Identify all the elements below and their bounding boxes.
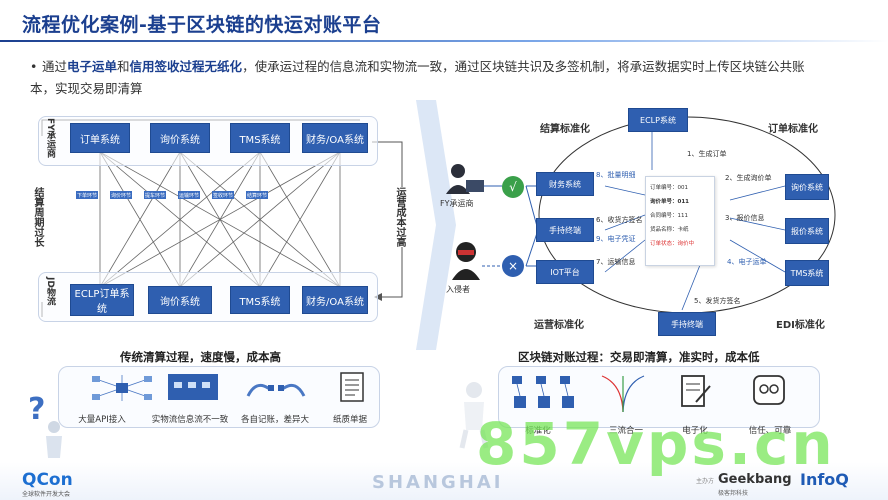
paper-document-icon — [340, 372, 364, 402]
label-settle-standard: 结算标准化 — [540, 124, 590, 135]
bullet-dot: • — [30, 59, 38, 74]
left-diagram-lines — [41, 119, 403, 317]
presenter-figure-icon — [459, 382, 489, 449]
right-item-standard: 标准化 — [525, 426, 551, 436]
bottom-tms-system: TMS系统 — [230, 286, 290, 314]
bullet-part3: ，使承运过程的信息流和实物流一致，通过区块链共识及多签机制，将承运数据实时上传区… — [30, 59, 805, 96]
mini-transport: 运输环节 — [178, 191, 200, 199]
ledger-contract-no: 合同编号：111 — [650, 213, 688, 219]
step-8: 8、批量明细 — [596, 171, 636, 179]
left-item-paper: 纸质单据 — [332, 415, 367, 425]
fy-carrier-label: FY承运商 — [440, 199, 474, 208]
intruder-person-icon — [452, 242, 480, 280]
city-label: SHANGHAI — [372, 472, 504, 493]
step-1: 1、生成订单 — [687, 150, 727, 158]
inconsistent-flow-icon — [168, 374, 218, 400]
thinking-person-icon — [46, 421, 62, 458]
iot-platform: IOT平台 — [536, 260, 594, 284]
step-5: 5、发货方签名 — [694, 297, 741, 305]
step-6: 6、收货方签名 — [596, 216, 643, 224]
mini-inquiry: 询价环节 — [110, 191, 132, 199]
standardization-icon — [512, 376, 574, 408]
handheld-terminal-bottom: 手持终端 — [658, 312, 716, 336]
right-item-digital: 电子化 — [682, 426, 708, 436]
intruder-label: 入侵者 — [446, 285, 470, 294]
api-network-icon — [92, 375, 152, 401]
left-bottom-strip — [58, 366, 380, 428]
infoq-logo: InfoQ — [800, 470, 849, 489]
inquiry-system: 询价系统 — [785, 174, 829, 200]
side-right-label: 运营成本过高 — [392, 187, 407, 247]
step-9: 9、电子凭证 — [596, 235, 636, 243]
footer-bar — [0, 462, 888, 500]
step-3: 3、报价信息 — [725, 214, 765, 222]
question-mark-icon: ? — [28, 392, 46, 427]
trust-reliable-icon — [753, 375, 785, 405]
step-2: 2、生成询价单 — [725, 174, 772, 182]
bullet-bold2: 信用签收过程无纸化 — [129, 59, 243, 74]
bottom-finance-system: 财务/OA系统 — [302, 286, 368, 314]
bullet-part2: 和 — [117, 59, 130, 74]
ledger-card: 订单编号：001 询价单号：011 合同编号：111 货品名称：卡纸 订单状态：… — [645, 176, 715, 266]
side-left-label: 结算周期过长 — [30, 187, 45, 247]
cross-circle-icon: × — [502, 255, 524, 277]
right-item-trust: 信任、可靠 — [748, 426, 792, 436]
bullet-text: • 通过电子运单和信用签收过程无纸化，使承运过程的信息流和实物流一致，通过区块链共… — [30, 56, 810, 100]
ledger-order-no: 订单编号：001 — [650, 185, 688, 191]
right-caption: 区块链对账过程：交易即清算，准实时，成本低 — [518, 350, 760, 364]
mini-settle: 结算环节 — [246, 191, 268, 199]
left-item-ledger: 各自记账，差异大 — [240, 415, 309, 425]
separate-ledger-icon — [246, 383, 306, 397]
tms-system: TMS系统 — [785, 260, 829, 286]
top-order-system: 订单系统 — [70, 123, 130, 153]
digital-document-icon — [681, 375, 711, 407]
label-ops-standard: 运营标准化 — [534, 320, 584, 331]
bottom-eclp-order-system: ECLP订单系统 — [70, 284, 134, 316]
three-flow-merge-icon — [601, 375, 645, 413]
geekbang-subtitle: 极客邦科技 — [718, 490, 749, 497]
geekbang-logo: Geekbang — [718, 472, 792, 487]
ledger-order-status: 订单状态：询价中 — [650, 241, 695, 247]
mini-pickup: 提车环节 — [144, 191, 166, 199]
host-label: 主办方 — [696, 478, 715, 485]
transition-arrow — [416, 100, 456, 350]
page-title: 流程优化案例-基于区块链的快运对账平台 — [22, 14, 382, 36]
quote-system: 报价系统 — [785, 218, 829, 244]
check-circle-icon: √ — [502, 176, 524, 198]
step-4: 4、电子运单 — [727, 258, 767, 266]
qcon-subtitle: 全球软件开发大会 — [22, 491, 71, 498]
fy-label: FY承运商 — [45, 118, 55, 158]
mini-order: 下单环节 — [76, 191, 98, 199]
right-item-three-flow: 三流合一 — [608, 426, 643, 436]
qcon-logo: QCon — [22, 470, 73, 490]
fy-carrier-person-icon — [446, 164, 484, 194]
title-underline — [0, 40, 888, 42]
step-7: 7、运输信息 — [596, 258, 636, 266]
ledger-goods-name: 货品名称：卡纸 — [650, 227, 689, 233]
finance-system: 财务系统 — [536, 172, 594, 196]
handheld-terminal-left: 手持终端 — [536, 218, 594, 242]
bullet-part1: 通过 — [42, 59, 68, 74]
top-inquiry-system: 询价系统 — [150, 123, 210, 153]
eclp-system: ECLP系统 — [628, 108, 688, 132]
left-item-inconsistent: 实物流信息流不一致 — [151, 415, 229, 425]
left-caption: 传统清算过程，速度慢，成本高 — [120, 350, 281, 364]
bottom-inquiry-system: 询价系统 — [148, 286, 212, 314]
top-tms-system: TMS系统 — [230, 123, 290, 153]
ledger-inquiry-no: 询价单号：011 — [650, 199, 689, 205]
jd-label: JD物流 — [45, 277, 55, 306]
bullet-bold1: 电子运单 — [67, 59, 118, 74]
left-diagram: FY承运商 JD物流 结算周期过长 运营成本过高 订单系统 询价系统 TMS系统… — [30, 112, 408, 342]
mini-sign: 签收环节 — [212, 191, 234, 199]
label-edi-standard: EDI标准化 — [776, 320, 825, 331]
label-order-standard: 订单标准化 — [768, 124, 818, 135]
top-finance-system: 财务/OA系统 — [302, 123, 368, 153]
left-item-api: 大量API接入 — [78, 415, 126, 425]
watermark-text: 857vps.cn — [476, 410, 836, 478]
